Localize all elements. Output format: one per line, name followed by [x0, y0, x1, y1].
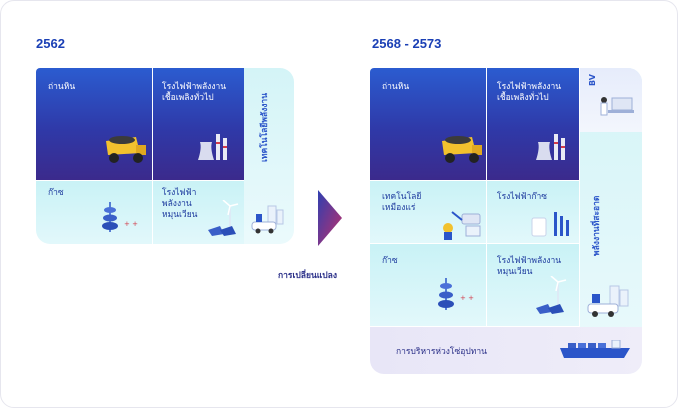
ev-charging-icon	[251, 205, 284, 234]
cell-gas-before-label: ก๊าซ	[48, 188, 64, 198]
cell-gas-after	[370, 244, 486, 326]
lab-scientist-icon	[600, 97, 634, 116]
cell-coal-before	[36, 68, 152, 180]
gas-facility-icon: + +	[102, 202, 138, 232]
cell-gas-power-label: โรงไฟฟ้าก๊าซ	[497, 192, 548, 202]
portfolio-before-panel	[36, 68, 294, 244]
cell-coal-after	[370, 68, 486, 180]
transition-label: การเปลี่ยนแปลง	[278, 271, 338, 281]
supply-chain-label: การบริหารห่วงโซ่อุปทาน	[396, 347, 487, 357]
power-plant-icon	[198, 134, 227, 160]
transition-arrow-icon	[318, 190, 342, 246]
cell-renewable-after-label: โรงไฟฟ้าพลังงาน หมุนเวียน	[497, 256, 562, 277]
mining-truck-icon	[442, 136, 482, 163]
mining-truck-icon	[106, 136, 146, 163]
cell-gas-before	[36, 181, 152, 244]
cell-mining-tech-label: เทคโนโลยี เหมืองแร่	[382, 192, 422, 213]
cell-coal-after-label: ถ่านหิน	[382, 82, 410, 92]
cell-renewable-after	[487, 244, 579, 326]
cargo-ship-icon	[560, 340, 630, 358]
cell-bv-label: BV	[588, 74, 597, 86]
cell-renewable-before-label: โรงไฟฟ้า พลังงาน หมุนเวียน	[162, 188, 198, 220]
svg-text:+ +: + +	[460, 294, 474, 302]
cell-gas-after-label: ก๊าซ	[382, 256, 398, 266]
wind-solar-icon	[536, 276, 567, 314]
cell-thermal-after	[487, 68, 579, 180]
portfolio-after-panel	[370, 68, 642, 374]
year-label-after: 2568 - 2573	[372, 36, 442, 51]
side-label-before: เทคโนโลยีพลังงาน	[260, 92, 270, 162]
gas-facility-icon: + +	[438, 278, 474, 310]
cell-thermal-after-label: โรงไฟฟ้าพลังงาน เชื้อเพลิงทั่วไป	[497, 82, 562, 103]
gas-power-plant-icon	[531, 212, 569, 237]
year-label-before: 2562	[36, 36, 65, 51]
cell-coal-before-label: ถ่านหิน	[48, 82, 76, 92]
mining-robot-icon	[443, 211, 481, 240]
svg-text:+ +: + +	[124, 220, 138, 228]
side-label-after: พลังงานที่สะอาด	[592, 195, 602, 256]
power-plant-icon	[536, 134, 565, 160]
cell-thermal-before	[153, 68, 244, 180]
ev-charging-icon	[587, 285, 629, 317]
wind-solar-icon	[208, 200, 239, 236]
cell-thermal-before-label: โรงไฟฟ้าพลังงาน เชื้อเพลิงทั่วไป	[162, 82, 227, 103]
